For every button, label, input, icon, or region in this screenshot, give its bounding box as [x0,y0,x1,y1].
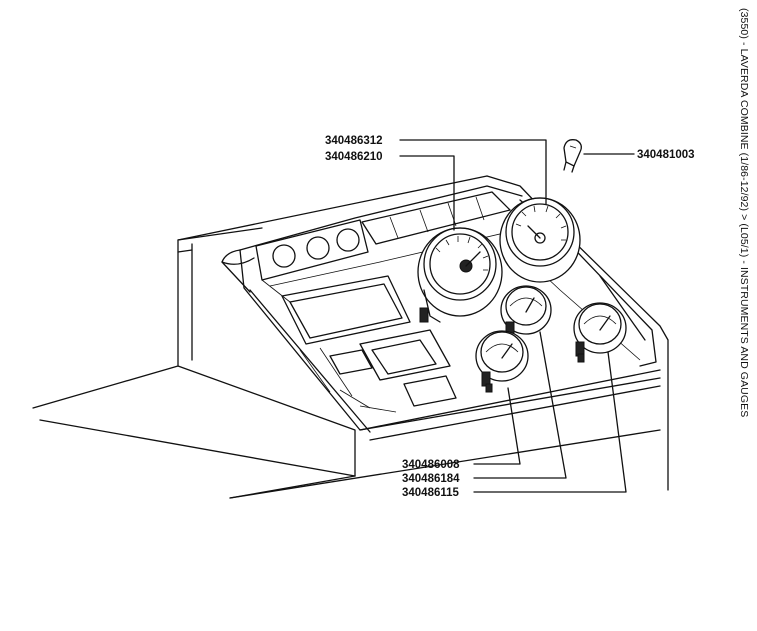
part-label-340481003: 340481003 [637,149,695,161]
bulb-icon [563,139,582,173]
part-label-340486312: 340486312 [325,135,383,147]
gauge-large-left [417,227,503,323]
gauge-small-bottom [475,330,529,393]
part-label-340486008: 340486008 [402,459,460,471]
part-label-340486184: 340486184 [402,473,460,485]
gauge-small-right [573,302,627,363]
part-label-340486210: 340486210 [325,151,383,163]
gauge-small-center [500,285,552,335]
diagram-title: (3550) - LAVERDA COMBINE (1/86-12/92) > … [738,8,750,418]
leader-lines [399,139,635,493]
gauge-large-right [499,197,581,283]
part-label-340486115: 340486115 [402,487,460,499]
